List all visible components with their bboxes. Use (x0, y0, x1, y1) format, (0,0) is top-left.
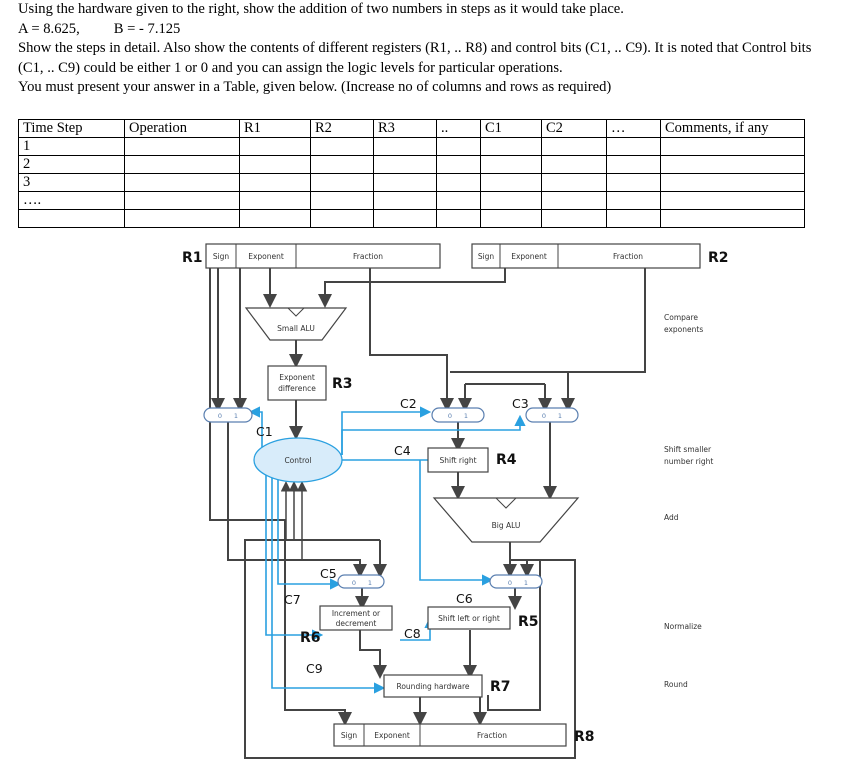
question-line-1: Using the hardware given to the right, s… (18, 1, 624, 17)
r8-fraction-field: Fraction (477, 731, 507, 740)
increment-decrement-box: Increment or decrement (319, 605, 393, 631)
stage-compare-1: Compare (664, 313, 698, 322)
c9-label: C9 (306, 661, 323, 676)
mux-c3: 0 1 (525, 407, 579, 423)
stage-normalize: Normalize (664, 622, 702, 631)
mux-c2: 0 1 (431, 407, 485, 423)
a-value: A = 8.625, (18, 20, 80, 37)
c2-label: C2 (400, 396, 417, 411)
r2-exponent-field: Exponent (511, 252, 547, 261)
r8-label: R8 (574, 729, 595, 745)
r1-fraction-field: Fraction (353, 252, 383, 261)
rounding-label: Rounding hardware (396, 682, 469, 691)
svg-text:1: 1 (558, 412, 562, 420)
shift-right-box: Shift right (427, 447, 489, 473)
question-line-4: (C1, .. C9) could be either 1 or 0 and y… (18, 59, 563, 76)
control-unit: Control (253, 437, 343, 483)
answer-table: Time Step Operation R1 R2 R3 .. C1 C2 … … (18, 119, 805, 228)
small-alu-label: Small ALU (277, 324, 315, 333)
question-line-5: You must present your answer in a Table,… (18, 79, 612, 95)
mux-c6: 0 1 (489, 574, 543, 589)
stage-add: Add (664, 513, 679, 522)
feedback-wires (280, 481, 308, 560)
small-alu: Small ALU (244, 307, 348, 341)
svg-text:1: 1 (368, 579, 372, 587)
question-line-2: A = 8.625, B = - 7.125 (18, 20, 858, 40)
register-r1: Sign Exponent Fraction (205, 243, 441, 269)
big-alu-label: Big ALU (492, 521, 521, 530)
table-row: 2 (18, 155, 805, 174)
r6-label: R6 (300, 630, 321, 646)
svg-text:1: 1 (234, 412, 238, 420)
mux-c1: 0 1 (203, 407, 253, 423)
r1-label: R1 (182, 250, 203, 266)
stage-round: Round (664, 680, 688, 689)
r2-label: R2 (708, 250, 729, 266)
register-r8: Sign Exponent Fraction (333, 723, 567, 747)
svg-text:0: 0 (352, 579, 356, 587)
r5-label: R5 (518, 614, 539, 630)
c3-label: C3 (512, 396, 529, 411)
svg-text:1: 1 (464, 412, 468, 420)
inc-dec-label-2: decrement (336, 619, 377, 628)
r8-sign-field: Sign (341, 731, 358, 740)
exp-diff-label-1: Exponent (279, 373, 315, 382)
data-wires (209, 268, 646, 759)
shift-right-label: Shift right (439, 456, 476, 465)
question-text: Using the hardware given to the right, s… (18, 0, 858, 98)
r1-exponent-field: Exponent (248, 252, 284, 261)
r4-label: R4 (496, 452, 517, 468)
stage-compare-2: exponents (664, 325, 703, 334)
c6-label: C6 (456, 591, 473, 606)
table-header-row: Time Step Operation R1 R2 R3 .. C1 C2 … … (18, 119, 805, 138)
svg-text:0: 0 (542, 412, 546, 420)
table-row (18, 209, 805, 228)
mux-c5: 0 1 (337, 574, 385, 589)
stage-shift-2: number right (664, 457, 713, 466)
r3-label: R3 (332, 376, 353, 392)
shift-left-right-box: Shift left or right (427, 606, 511, 630)
b-value: B = - 7.125 (113, 20, 181, 37)
big-alu: Big ALU (432, 497, 580, 543)
r1-sign-field: Sign (213, 252, 230, 261)
stage-shift-1: Shift smaller (664, 445, 712, 454)
r7-label: R7 (490, 679, 511, 695)
exponent-difference-box: Exponent difference (267, 365, 327, 401)
question-line-3: Show the steps in detail. Also show the … (18, 40, 812, 56)
c4-label: C4 (394, 443, 411, 458)
c1-label: C1 (256, 424, 273, 439)
r8-exponent-field: Exponent (374, 731, 410, 740)
c7-label: C7 (284, 592, 301, 607)
svg-text:0: 0 (508, 579, 512, 587)
inc-dec-label-1: Increment or (332, 609, 381, 618)
register-r2: Sign Exponent Fraction (471, 243, 701, 269)
rounding-hardware-box: Rounding hardware (383, 674, 483, 698)
header-time-step: Time Step (18, 119, 125, 138)
r2-sign-field: Sign (478, 252, 495, 261)
control-label: Control (284, 456, 311, 465)
exp-diff-label-2: difference (278, 384, 316, 393)
svg-text:1: 1 (524, 579, 528, 587)
table-row: …. (18, 191, 805, 210)
header-comments: Comments, if any (660, 119, 805, 138)
c8-label: C8 (404, 626, 421, 641)
svg-text:0: 0 (448, 412, 452, 420)
svg-text:0: 0 (218, 412, 222, 420)
shift-lr-label: Shift left or right (438, 614, 500, 623)
c5-label: C5 (320, 566, 337, 581)
r2-fraction-field: Fraction (613, 252, 643, 261)
